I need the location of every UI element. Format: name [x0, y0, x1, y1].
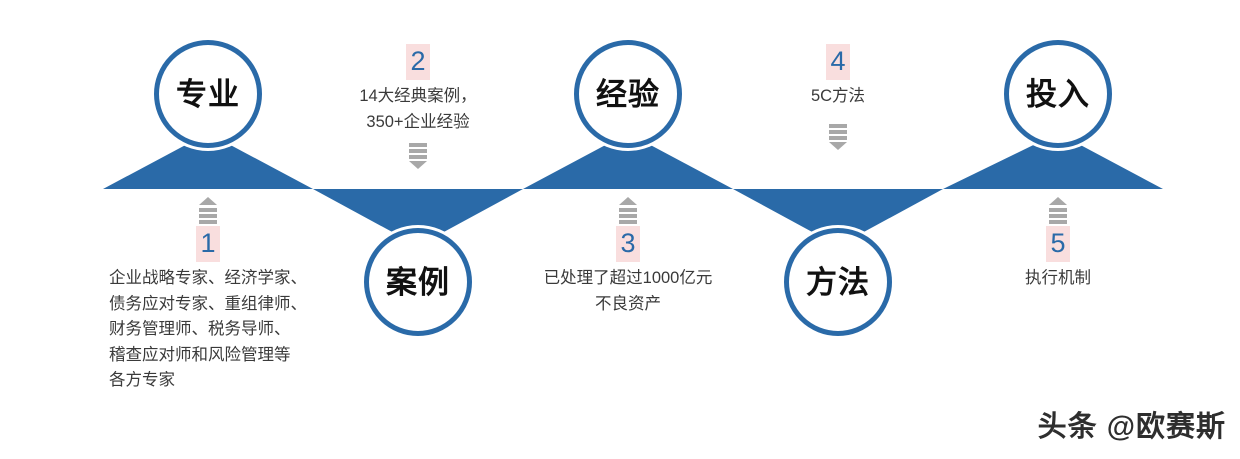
step-description: 企业战略专家、经济学家、 债务应对专家、重组律师、 财务管理师、税务导师、 稽查… — [109, 269, 307, 390]
node-label: 经验 — [596, 76, 660, 112]
step-number-badge: 3 — [616, 226, 640, 263]
node-circle-anli[interactable]: 案例 — [364, 228, 472, 336]
step-number-badge: 1 — [196, 226, 220, 263]
step-block-4: 4 5C方法 — [748, 44, 928, 152]
step-block-3: 3 已处理了超过1000亿元 不良资产 — [493, 196, 763, 317]
band-peak-3 — [943, 133, 1163, 189]
node-circle-touru[interactable]: 投入 — [1004, 40, 1112, 148]
node-circle-fangfa[interactable]: 方法 — [784, 228, 892, 336]
step-block-2: 2 14大经典案例， 350+企业经验 — [313, 44, 523, 171]
step-block-5: 5 执行机制 — [968, 196, 1148, 292]
node-circle-zhuanye[interactable]: 专业 — [154, 40, 262, 148]
arrow-down-icon — [829, 123, 847, 150]
node-label: 投入 — [1026, 76, 1090, 112]
band-valley-2 — [733, 189, 943, 246]
step-block-1: 1 企业战略专家、经济学家、 债务应对专家、重组律师、 财务管理师、税务导师、 … — [73, 196, 343, 394]
step-description: 14大经典案例， 350+企业经验 — [359, 87, 477, 131]
band-peak-1 — [103, 133, 313, 189]
node-label: 方法 — [806, 264, 870, 300]
step-description: 已处理了超过1000亿元 不良资产 — [543, 269, 713, 313]
node-circle-jingyan[interactable]: 经验 — [574, 40, 682, 148]
step-description: 5C方法 — [810, 87, 866, 106]
arrow-up-icon — [199, 197, 217, 224]
arrow-down-icon — [409, 143, 427, 170]
step-number-badge: 4 — [826, 44, 850, 81]
step-number-badge: 5 — [1046, 226, 1070, 263]
node-label: 案例 — [386, 264, 450, 300]
node-label: 专业 — [176, 76, 240, 112]
step-description: 执行机制 — [1025, 269, 1091, 288]
band-peak-2 — [523, 133, 733, 189]
arrow-up-icon — [619, 197, 637, 224]
step-number-badge: 2 — [406, 44, 430, 81]
band-valley-1 — [313, 189, 523, 246]
arrow-up-icon — [1049, 197, 1067, 224]
watermark: 头条 @欧赛斯 — [1037, 411, 1226, 443]
